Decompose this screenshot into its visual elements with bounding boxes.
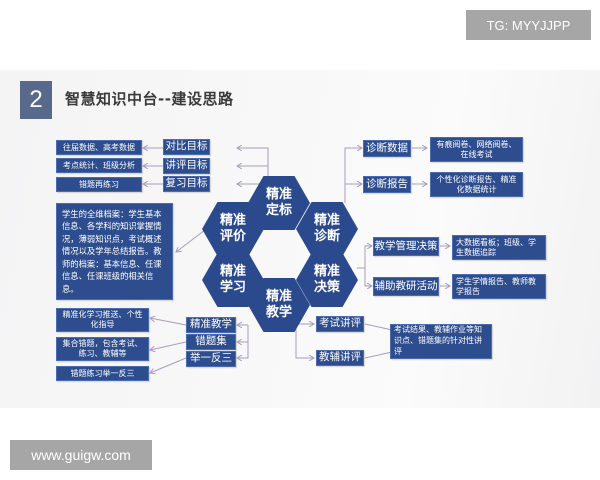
dingbiao-label-compare-goal: 对比目标	[163, 139, 210, 155]
section-number-badge: 2	[20, 81, 52, 119]
xuexi-detail-collection: 集合错题，包含考试、练习、教辅等	[56, 337, 149, 361]
xuexi-label-inference: 举一反三	[186, 351, 236, 367]
hex-precise-diagnosis: 精准 诊断	[296, 202, 358, 256]
jiaoxue-label-exam-review: 考试讲评	[316, 316, 364, 332]
zhenduan-label-data: 诊断数据	[363, 140, 411, 157]
juece-detail-dashboard: 大数据看板；班级、学生数据追踪	[452, 235, 546, 260]
zhenduan-detail-data: 有痕阅卷、网络阅卷、在线考试	[430, 137, 523, 162]
xuexi-detail-practice: 错题练习举一反三	[56, 366, 149, 381]
dingbiao-label-revision-goal: 复习目标	[163, 176, 210, 192]
watermark-top: TG: MYYJJPP	[466, 10, 591, 40]
dingbiao-detail-compare: 往届数据、高考数据	[56, 140, 142, 155]
juece-label-management: 教学管理决策	[373, 237, 439, 256]
juece-label-research: 辅助教研活动	[373, 277, 439, 296]
jiaoxue-label-aux-review: 教辅讲评	[316, 350, 364, 366]
dingbiao-label-review-goal: 讲评目标	[163, 158, 210, 174]
juece-detail-report: 学生学情报告、教师教学报告	[452, 274, 546, 299]
watermark-bottom: www.guigw.com	[10, 440, 152, 470]
hex-precise-teaching: 精准 教学	[248, 278, 310, 332]
zhenduan-label-report: 诊断报告	[363, 176, 411, 193]
dingbiao-detail-review: 考点统计、班级分析	[56, 158, 142, 173]
jiaoxue-detail-review: 考试结果、教辅作业等知识点、错题集的针对性讲评	[390, 324, 492, 359]
hex-precise-decision: 精准 决策	[296, 253, 358, 307]
dingbiao-detail-revision: 错题再练习	[56, 177, 142, 192]
pingjia-detail-archive: 学生的全维档案：学生基本信息、各学科的知识掌握情况，薄弱知识点，考试概述情况以及…	[56, 203, 173, 300]
xuexi-label-error-set: 错题集	[186, 334, 236, 350]
page-title: 智慧知识中台--建设思路	[65, 90, 234, 108]
xuexi-detail-push: 精准化学习推送、个性化指导	[56, 308, 149, 332]
zhenduan-detail-report: 个性化诊断报告、精准化数据统计	[430, 172, 523, 197]
xuexi-label-precise-teaching: 精准教学	[186, 317, 236, 333]
